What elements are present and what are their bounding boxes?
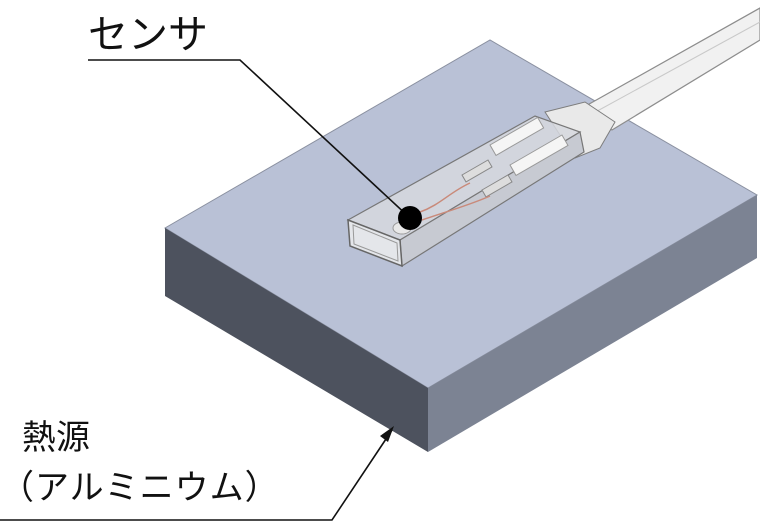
block-right-face <box>428 195 757 452</box>
housing-end <box>347 218 403 268</box>
wire-2 <box>421 195 491 221</box>
heat-source-leader <box>0 426 394 521</box>
arrow-head <box>380 426 394 442</box>
heat-source-label: 熱源 <box>22 418 90 458</box>
sensor-label: センサ <box>88 12 208 58</box>
heat-source-material-label: （アルミニウム） <box>0 468 280 508</box>
lead-2 <box>509 134 569 177</box>
block-left-face <box>165 228 428 452</box>
sensor-marker-dot <box>398 206 422 230</box>
cable <box>544 7 760 159</box>
lead-1 <box>489 116 545 157</box>
sensor-leader <box>88 59 422 230</box>
wire-1 <box>419 182 471 213</box>
aluminum-block <box>164 39 758 452</box>
cable-body <box>573 7 760 131</box>
